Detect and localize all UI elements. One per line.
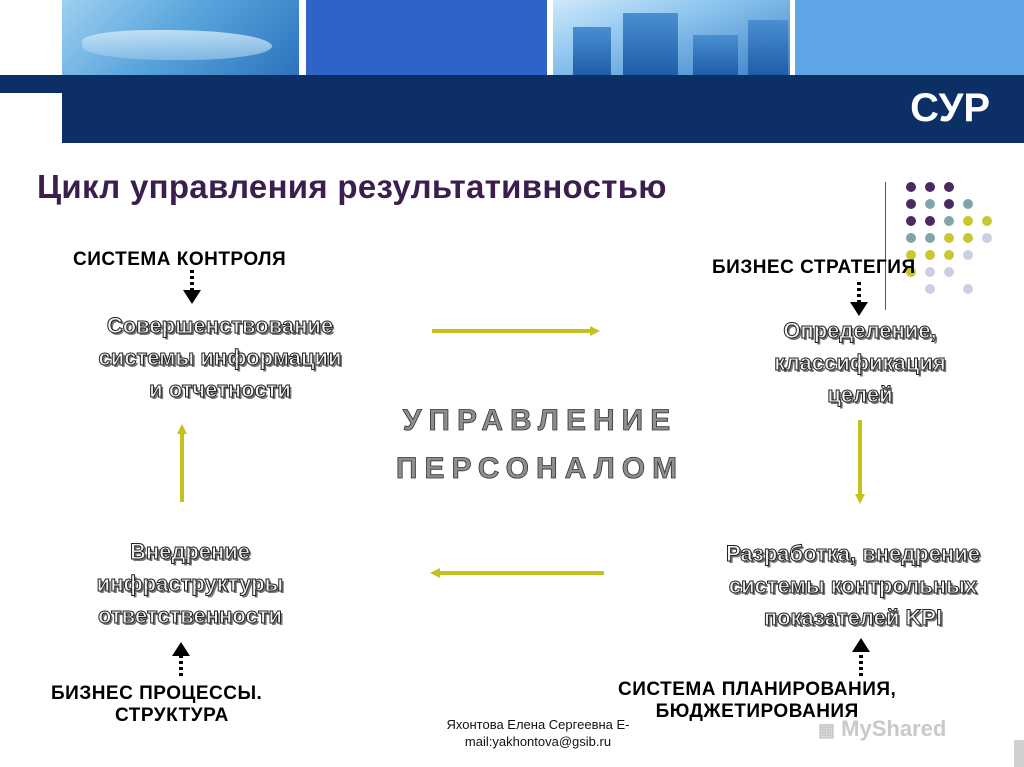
label-control-system: СИСТЕМА КОНТРОЛЯ — [73, 249, 287, 270]
header-photo-keyboard — [62, 0, 299, 75]
node-kpi-development: Разработка, внедрение системы контрольны… — [726, 541, 981, 631]
slide-tag: СУР — [910, 86, 990, 130]
node-information-system: Совершенствование системы информации и о… — [98, 313, 342, 403]
center-title-line2: ПЕРСОНАЛОМ — [395, 452, 685, 486]
myshared-watermark: ▦ MyShared — [818, 716, 947, 741]
center-title-line1: УПРАВЛЕНИЕ — [402, 404, 678, 438]
right-edge-strip — [1014, 740, 1024, 767]
slide-heading: Цикл управления результативностью — [37, 168, 667, 205]
title-band-notch — [0, 93, 62, 143]
node-goal-definition: Определение, классификация целей — [774, 318, 946, 408]
header-photo-buildings — [553, 0, 790, 75]
label-business-processes: БИЗНЕС ПРОЦЕССЫ. СТРУКТУРА — [51, 683, 263, 726]
node-responsibility-infrastructure: Внедрение инфраструктуры ответственности — [96, 539, 284, 629]
label-planning-system: СИСТЕМА ПЛАНИРОВАНИЯ, БЮДЖЕТИРОВАНИЯ — [618, 679, 897, 722]
author-footer: Яхонтова Елена Сергеевна E- mail:yakhont… — [446, 717, 630, 749]
presentation-icon: ▦ — [818, 720, 836, 740]
divider-line — [885, 182, 886, 310]
title-band — [0, 75, 1024, 143]
label-business-strategy: БИЗНЕС СТРАТЕГИЯ — [712, 257, 916, 278]
header-photo-blue — [306, 0, 547, 75]
header-photo-sky — [795, 0, 1024, 75]
